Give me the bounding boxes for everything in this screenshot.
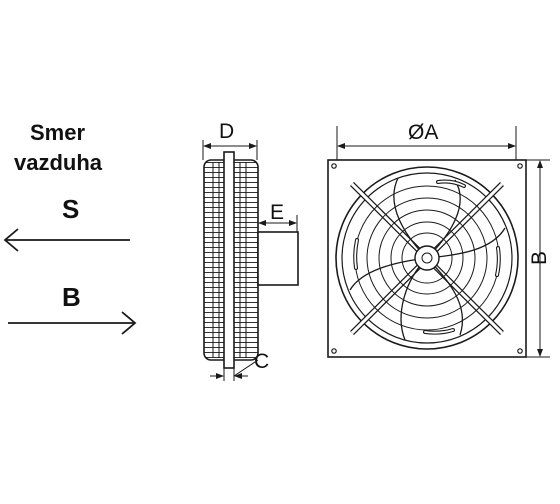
arrow-s-label: S bbox=[62, 194, 80, 224]
side-view bbox=[202, 140, 299, 381]
airflow-title-line1: Smer bbox=[30, 120, 86, 145]
arrow-s bbox=[3, 228, 130, 252]
arrow-b-label: B bbox=[62, 282, 81, 312]
dimension-label-d: D bbox=[219, 120, 235, 143]
front-view bbox=[327, 126, 550, 358]
airflow-title-line2: vazduha bbox=[14, 150, 103, 175]
arrow-b bbox=[8, 311, 137, 335]
dimension-label-e: E bbox=[270, 201, 285, 224]
dimension-label-diameter: ØA bbox=[408, 121, 439, 144]
